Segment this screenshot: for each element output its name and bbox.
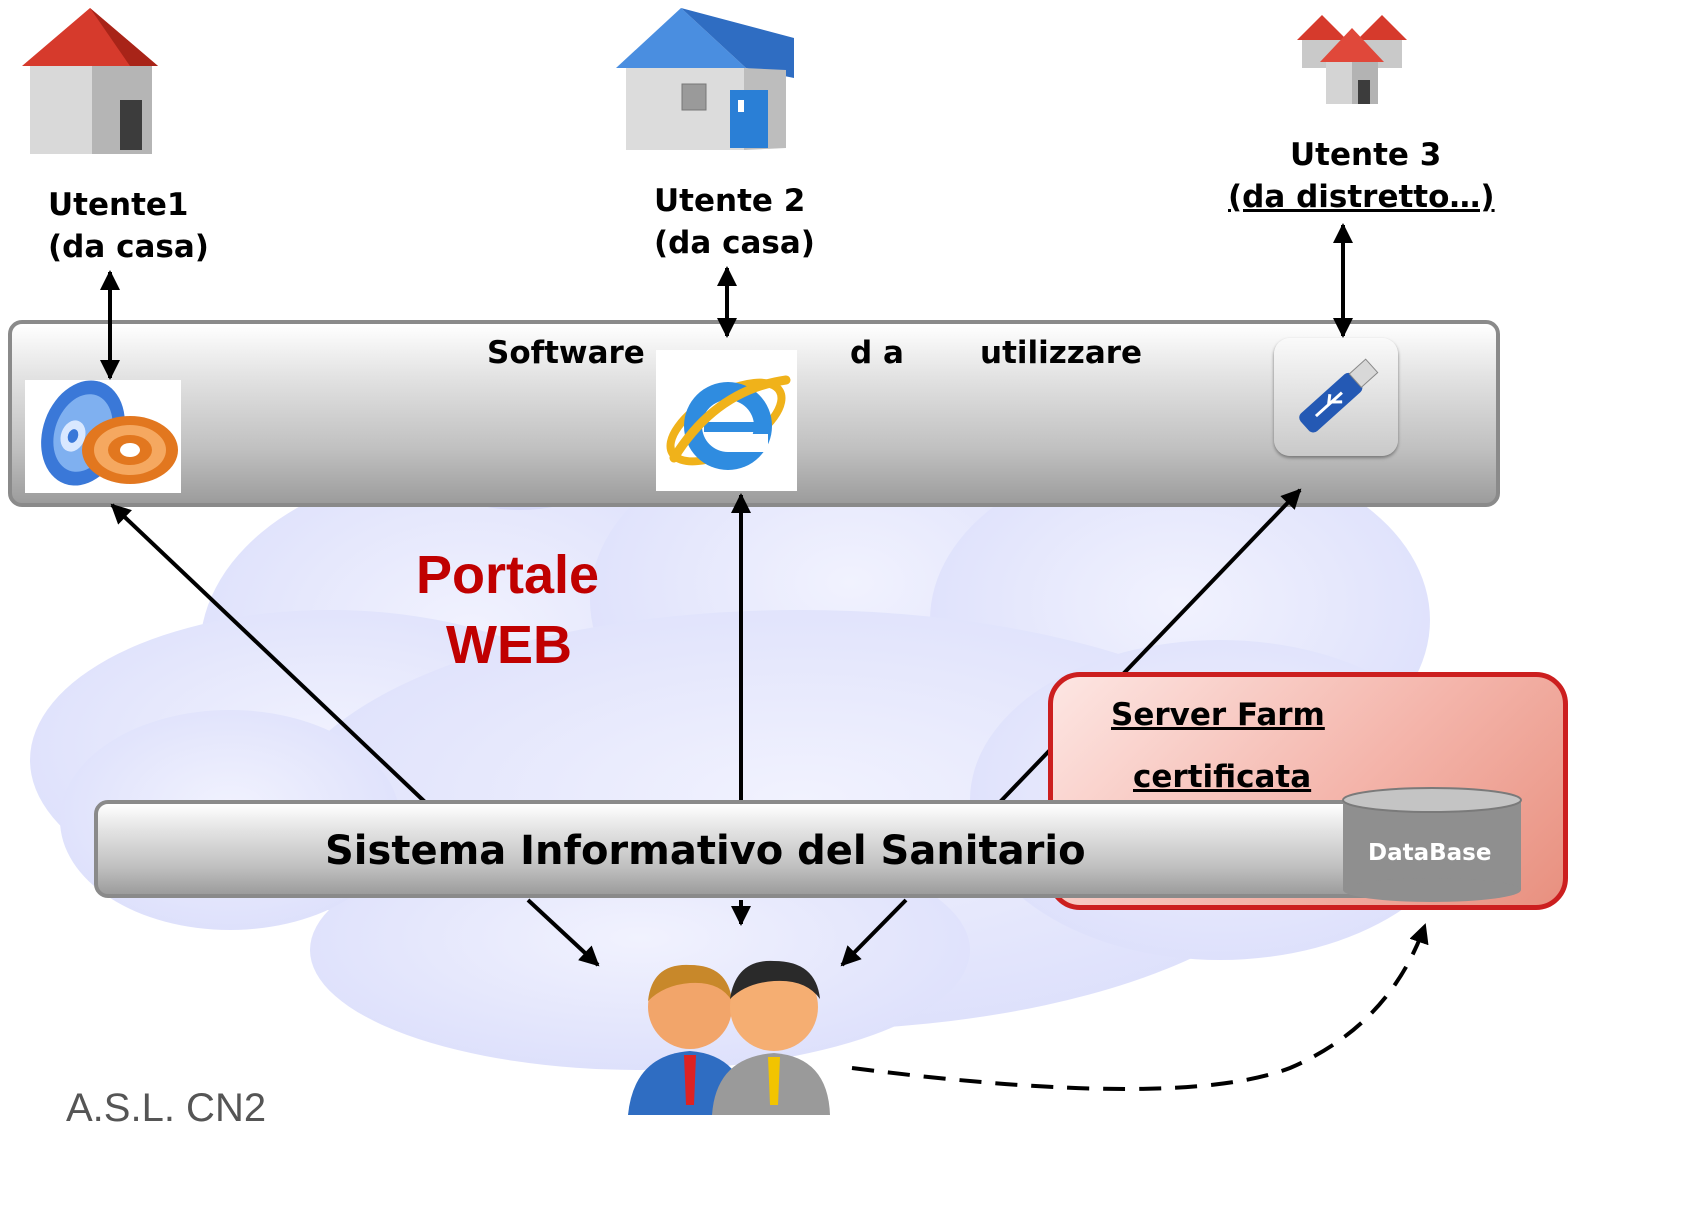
software-bar-word-1: Software bbox=[487, 335, 645, 371]
portal-title-line-1: Portale bbox=[416, 545, 600, 605]
portal-title-line-2: WEB bbox=[446, 615, 572, 675]
system-bar bbox=[94, 800, 1424, 898]
users-icon bbox=[628, 960, 830, 1115]
usb-key-icon bbox=[1274, 338, 1398, 456]
system-bar-label: Sistema Informativo del Sanitario bbox=[325, 828, 1086, 874]
database-icon bbox=[1342, 787, 1522, 902]
database-label: DataBase bbox=[1368, 840, 1492, 866]
server-farm-title: Server Farm bbox=[1111, 697, 1325, 733]
user2-location: (da casa) bbox=[654, 225, 815, 261]
software-bar-word-3: utilizzare bbox=[980, 335, 1143, 371]
cd-dvd-icon bbox=[25, 380, 181, 493]
user1-name: Utente1 bbox=[48, 187, 189, 223]
user2-name: Utente 2 bbox=[654, 183, 806, 219]
arrow-system-to-cd bbox=[110, 503, 427, 804]
connection-arrows bbox=[100, 223, 1429, 1091]
software-bar-word-2: d a bbox=[850, 335, 904, 371]
arrow-operators-to-database bbox=[851, 923, 1429, 1091]
arrow-system-to-operators-right bbox=[840, 898, 908, 967]
houses-group-icon bbox=[1297, 15, 1407, 104]
user3-name: Utente 3 bbox=[1290, 137, 1442, 173]
user1-location: (da casa) bbox=[48, 229, 209, 265]
house-red-icon bbox=[22, 8, 158, 154]
arrow-system-to-operators-left bbox=[526, 898, 600, 967]
internet-explorer-icon bbox=[656, 350, 797, 491]
diagram: Software d a utilizzare bbox=[8, 8, 1568, 1130]
user3-location: (da distretto…) bbox=[1228, 179, 1495, 215]
server-farm-subtitle: certificata bbox=[1133, 759, 1312, 795]
organization-label: A.S.L. CN2 bbox=[66, 1086, 267, 1130]
house-blue-icon bbox=[616, 8, 794, 150]
